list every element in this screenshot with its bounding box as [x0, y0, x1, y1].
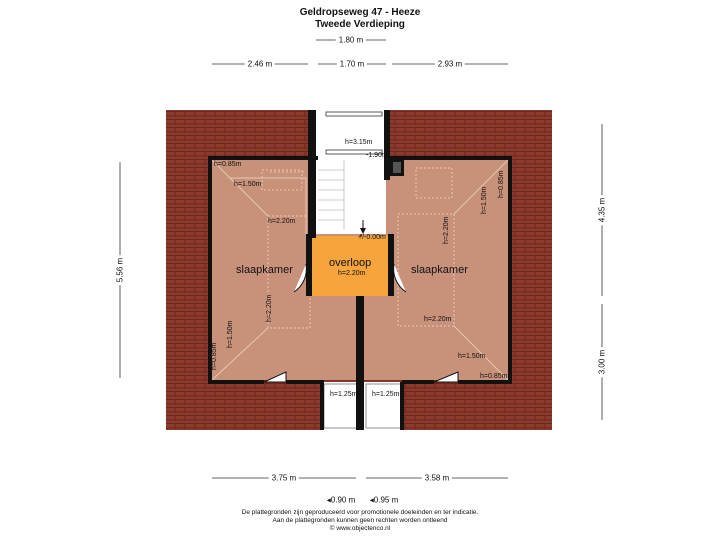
- height-floor-level: +/-0.00m: [358, 234, 386, 241]
- room-label-right-bedroom: slaapkamer: [411, 264, 468, 276]
- height-closet-right: h=1.25m: [372, 391, 400, 398]
- room-label-left-bedroom: slaapkamer: [236, 264, 293, 276]
- landing-height: h=2.20m: [338, 270, 366, 277]
- height-left-085-bottom: h=0.85m: [211, 342, 218, 370]
- footer-disclaimer: De plattegronden zijn geproduceerd voor …: [241, 509, 479, 532]
- dim-bottom-small-left: ◂0.90 m: [323, 495, 359, 505]
- dim-top-right: 2.93 m: [434, 59, 466, 69]
- height-left-150-top: h=1.50m: [234, 181, 262, 188]
- height-stair-level: -1.90m: [366, 152, 388, 159]
- plan-title: Geldropseweg 47 - Heeze: [299, 7, 421, 18]
- dim-left-height: 5.56 m: [115, 254, 125, 286]
- stair-steps: [318, 160, 345, 230]
- dim-right-bottom: 3.00 m: [597, 346, 607, 378]
- height-right-085-top: h=0.85m: [498, 170, 505, 198]
- height-right-085-bottom: h=0.85m: [480, 373, 508, 380]
- dim-top-left: 2.46 m: [244, 59, 276, 69]
- plan-subtitle: Tweede Verdieping: [315, 19, 405, 30]
- room-label-landing: overloop: [329, 257, 372, 269]
- height-right-220-mid: h=2.20m: [424, 316, 452, 323]
- height-stair-top: h=3.15m: [345, 139, 373, 146]
- height-left-085-top: h=0.85m: [214, 161, 242, 168]
- right-slope-lines: [397, 159, 509, 381]
- dim-bottom-small-right: ◂0.95 m: [366, 495, 402, 505]
- height-left-220-top: h=2.20m: [268, 218, 296, 225]
- dim-bottom-right: 3.58 m: [421, 473, 453, 483]
- stair-area: [316, 160, 386, 234]
- dim-top-middle: 1.70 m: [336, 59, 368, 69]
- height-right-150-bottom: h=1.50m: [458, 353, 486, 360]
- height-right-150-top: h=1.50m: [481, 186, 488, 214]
- walls: [208, 110, 512, 430]
- height-left-220-mid: h=2.20m: [266, 294, 273, 322]
- left-slope-lines: [211, 159, 311, 381]
- dim-top-center: 1.80 m: [335, 35, 367, 45]
- dim-bottom-left: 3.75 m: [268, 473, 300, 483]
- landing-floor: [312, 236, 388, 296]
- height-left-150-bottom: h=1.50m: [227, 320, 234, 348]
- height-closet-left: h=1.25m: [330, 391, 358, 398]
- dim-right-top: 4.35 m: [597, 194, 607, 226]
- height-right-220-top: h=2.20m: [443, 216, 450, 244]
